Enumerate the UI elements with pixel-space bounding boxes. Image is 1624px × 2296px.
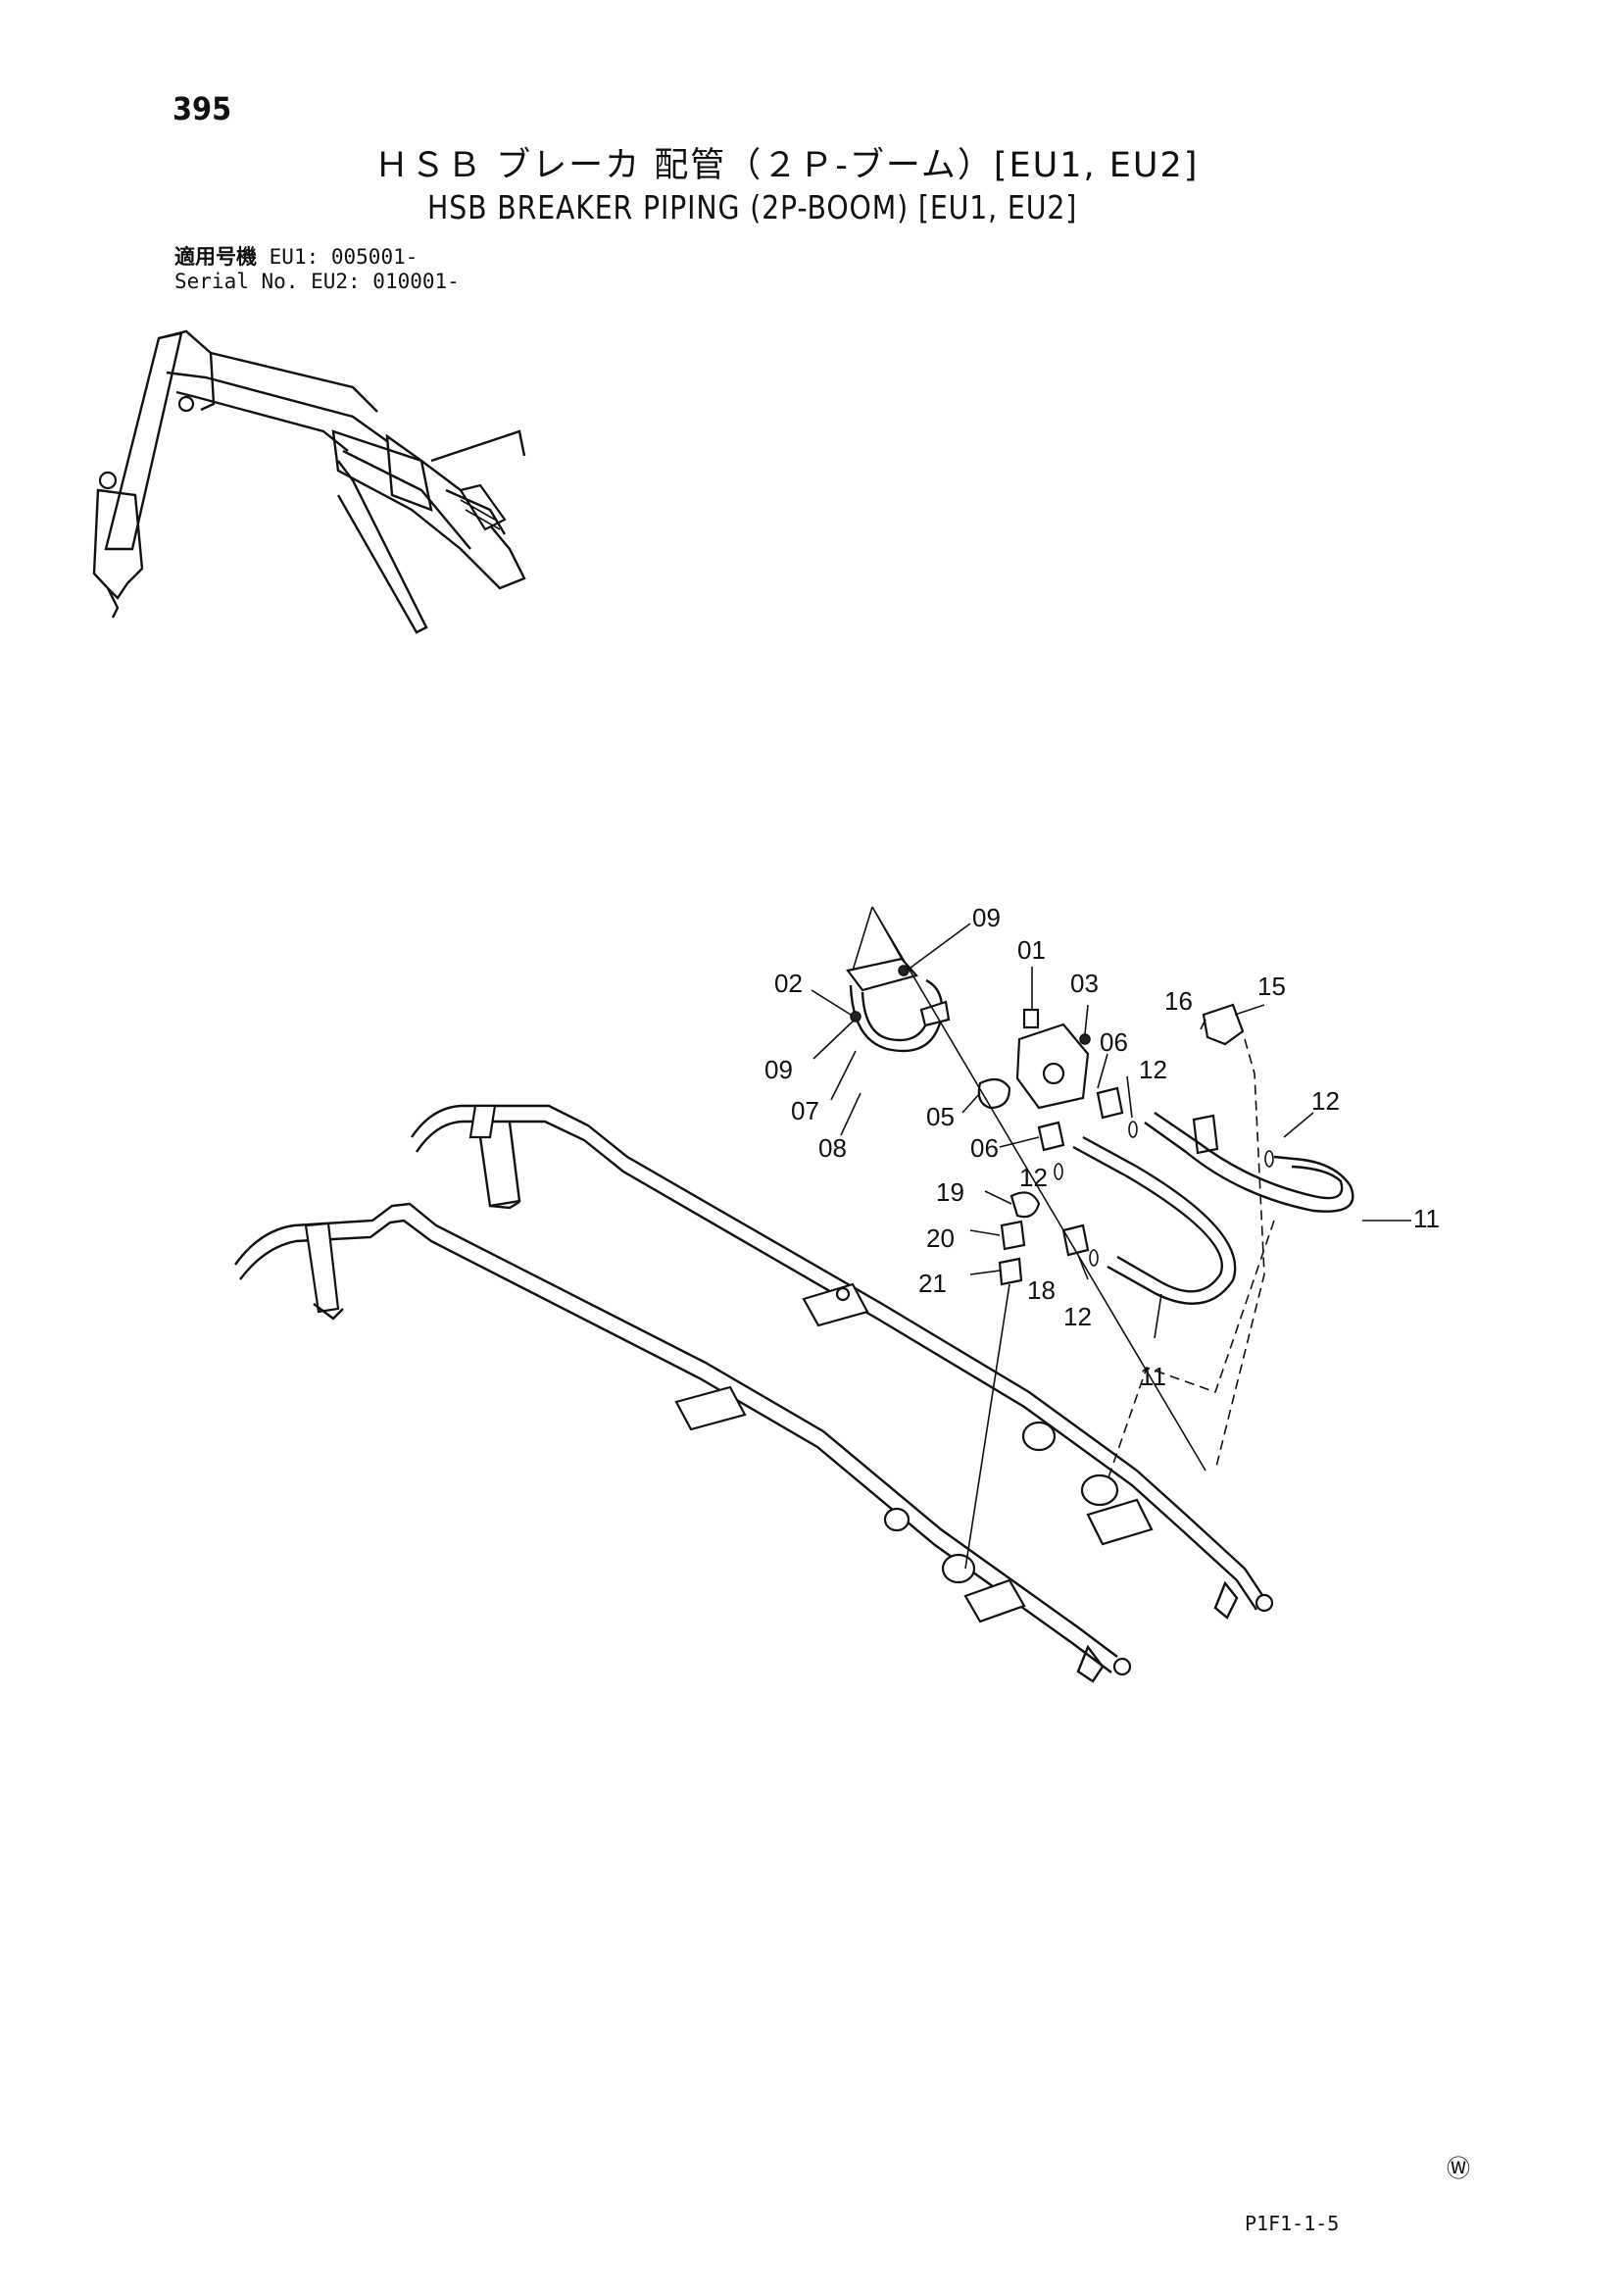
callout-11-lower: 11 [1140, 1362, 1166, 1391]
callout-07: 07 [791, 1096, 819, 1125]
page-number: 395 [172, 90, 232, 127]
upper-boom-pipe [411, 1104, 1274, 1620]
serial-label-english: Serial No. [174, 270, 299, 293]
leader-lines [811, 906, 1411, 1570]
callout-19: 19 [936, 1177, 964, 1207]
callout-15: 15 [1257, 972, 1286, 1001]
callout-12-middle: 12 [1019, 1163, 1048, 1192]
hoses [1072, 1112, 1354, 1305]
callout-11-right: 11 [1413, 1204, 1440, 1233]
page-title-japanese: ＨＳＢ ブレーカ 配管（２Ｐ-ブーム）[EU1, EU2] [374, 146, 1200, 185]
page-title-english: HSB BREAKER PIPING (2P-BOOM) [EU1, EU2] [427, 188, 1078, 226]
callout-06-upper: 06 [1100, 1027, 1128, 1057]
callout-12-lower: 12 [1063, 1302, 1092, 1331]
callout-labels: 09 01 02 03 15 16 06 12 09 07 05 12 08 0… [764, 903, 1440, 1391]
sheet-code: P1F1-1-5 [1245, 2212, 1340, 2235]
callout-02: 02 [774, 969, 803, 998]
excavator-boom-thumbnail [92, 329, 526, 634]
callout-05: 05 [926, 1102, 955, 1131]
serial-row-eu2: Serial No. EU2: 010001- [174, 270, 460, 294]
serial-label-japanese: 適用号機 [174, 245, 257, 269]
fittings [998, 1003, 1274, 1286]
valve-block [977, 1008, 1091, 1110]
callout-06-lower: 06 [970, 1133, 999, 1163]
callout-12-right: 12 [1311, 1086, 1340, 1116]
callout-21: 21 [918, 1269, 947, 1298]
callout-18: 18 [1027, 1275, 1056, 1305]
callout-09-left: 09 [764, 1055, 793, 1084]
serial-row-eu1: 適用号機 EU1: 005001- [174, 245, 460, 270]
lower-boom-pipe [234, 1202, 1132, 1683]
callout-08: 08 [818, 1133, 847, 1163]
serial-eu1: EU1: 005001- [269, 245, 418, 269]
callout-03: 03 [1070, 969, 1099, 998]
callout-12-upper: 12 [1139, 1055, 1167, 1084]
clamp-assembly [846, 957, 951, 1053]
callout-09-top: 09 [972, 903, 1001, 932]
callout-20: 20 [926, 1223, 955, 1253]
callout-16: 16 [1164, 986, 1193, 1016]
serial-number-block: 適用号機 EU1: 005001- Serial No. EU2: 010001… [174, 245, 460, 294]
watermark-icon: Ⓦ [1447, 2155, 1470, 2182]
callout-01: 01 [1017, 935, 1046, 965]
serial-eu2: EU2: 010001- [311, 270, 460, 293]
